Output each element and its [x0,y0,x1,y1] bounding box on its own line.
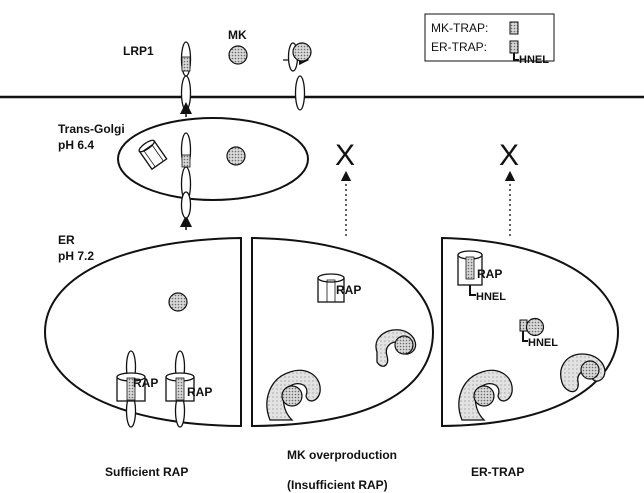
lrp1-mk-complex [289,43,312,110]
er-label: ER [58,233,75,247]
caption-insufficient-rap: (Insufficient RAP) [287,478,388,492]
trans-golgi-ph: pH 6.4 [58,138,94,152]
rap-label-right: RAP [477,267,502,281]
trans-golgi-label: Trans-Golgi [58,122,125,136]
legend-mk-trap-label: MK-TRAP: [431,21,488,35]
mk-trap-symbol [510,22,518,34]
lrp1-exiting-er [182,192,191,218]
er-ph: pH 7.2 [58,249,94,263]
legend-er-trap-label: ER-TRAP: [431,40,487,54]
caption-sufficient-rap: Sufficient RAP [105,465,188,479]
mk-molecule [229,46,247,64]
blocked-x-right: X [499,139,519,172]
rap-label-left-1: RAP [133,376,158,390]
hnel-label-right-2: HNEL [528,337,558,349]
lrp1-receptor-membrane [182,42,191,110]
legend-hnel-label: HNEL [519,54,549,66]
mk-in-golgi [227,147,245,165]
mk-in-er-left [169,293,187,311]
caption-mk-overproduction: MK overproduction [287,448,397,462]
caption-er-trap: ER-TRAP [471,465,524,479]
mk-label: MK [228,28,247,42]
rap-label-left-2: RAP [187,385,212,399]
legend: MK-TRAP: ER-TRAP: HNEL [425,14,554,66]
rap-label-middle: RAP [336,283,361,297]
lrp1-in-golgi [182,133,191,201]
lrp1-label: LRP1 [123,44,154,58]
blocked-x-middle: X [335,139,355,172]
hnel-label-right-1: HNEL [476,291,506,303]
